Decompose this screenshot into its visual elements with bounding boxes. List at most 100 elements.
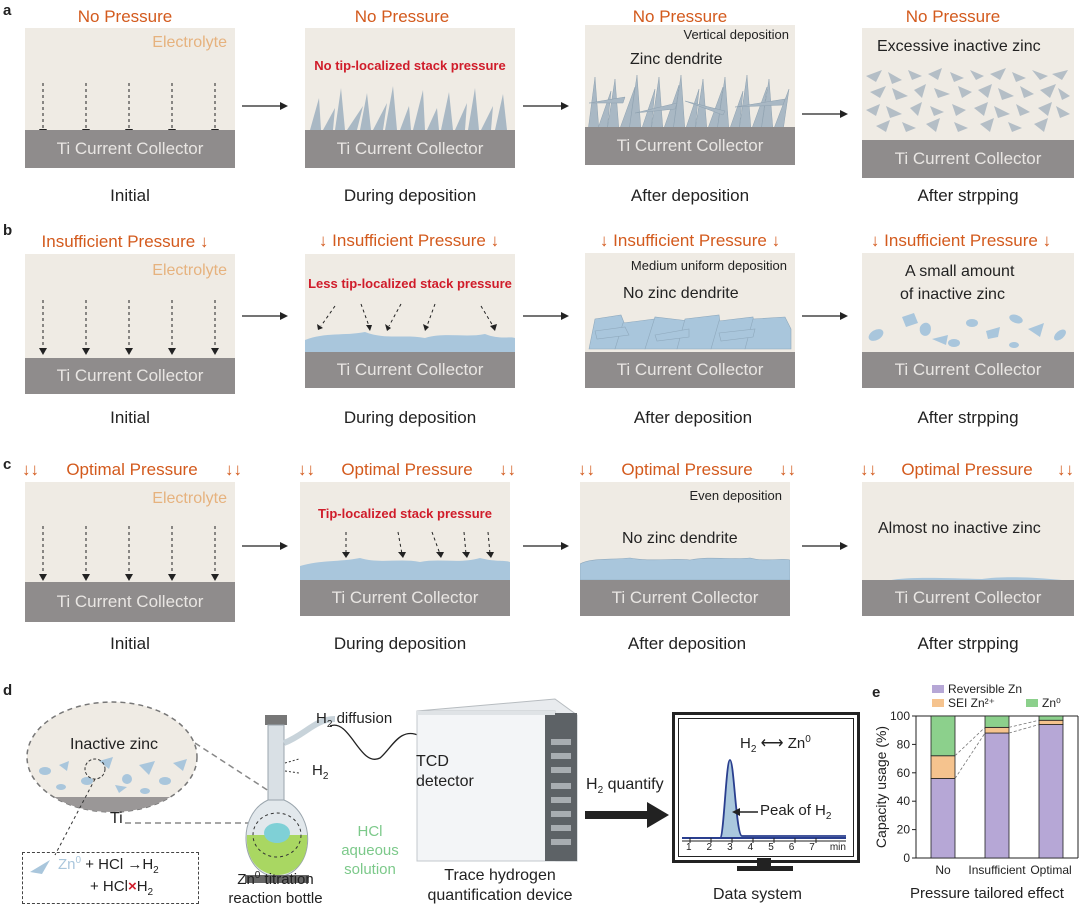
zn-symbol: Zn bbox=[787, 735, 806, 752]
inactive-zinc-label: A small amount bbox=[905, 263, 1015, 280]
pressure-header: ↓↓Optimal Pressure↓↓ bbox=[298, 460, 516, 480]
quantify-arrow-icon bbox=[585, 802, 669, 828]
diffusion-text: diffusion bbox=[332, 710, 393, 727]
trace-hydrogen-device bbox=[416, 698, 578, 862]
h2-symbol: H bbox=[316, 710, 327, 727]
double-down-arrow-icon: ↓↓ bbox=[224, 460, 242, 479]
titration-bottle bbox=[245, 715, 335, 883]
pressure-header: ↓ Insufficient Pressure ↓ bbox=[836, 231, 1080, 251]
bar-segment bbox=[984, 715, 1010, 728]
stage-caption: During deposition bbox=[333, 634, 467, 653]
ion-flux-arrows bbox=[39, 526, 219, 581]
x-tick-label: No bbox=[935, 863, 951, 877]
pressure-label: Insufficient Pressure bbox=[884, 231, 1038, 250]
tcd-line: detector bbox=[416, 773, 474, 790]
y-tick-label: 0 bbox=[903, 851, 910, 865]
pressure-down-arrow-icon: ↓ bbox=[870, 231, 880, 250]
ti-current-collector: Ti Current Collector bbox=[580, 580, 790, 616]
double-down-arrow-icon: ↓↓ bbox=[298, 460, 315, 479]
pressure-down-arrow-icon: ↓ bbox=[318, 231, 328, 250]
legend-label: Zn⁰ bbox=[1042, 696, 1061, 710]
stage-caption: After deposition bbox=[633, 408, 753, 427]
stage-caption: Initial bbox=[110, 634, 150, 653]
stage-caption: After strpping bbox=[917, 634, 1019, 653]
bar-segment bbox=[984, 732, 1010, 859]
pressure-label: Insufficient Pressure bbox=[332, 231, 486, 250]
zn-superscript: 0 bbox=[254, 870, 261, 881]
double-down-arrow-icon: ↓↓ bbox=[860, 460, 877, 479]
hcl-label: HCl aqueous solution bbox=[330, 822, 410, 879]
stage-caption: Initial bbox=[110, 408, 150, 427]
h2-symbol: H bbox=[586, 776, 598, 793]
pressure-label: Optimal Pressure bbox=[621, 460, 753, 479]
pressure-down-arrow-icon: ↓ bbox=[1042, 231, 1052, 250]
ti-current-collector: Ti Current Collector bbox=[585, 127, 795, 165]
y-tick-label: 100 bbox=[890, 709, 910, 723]
hcl-line: aqueous bbox=[341, 842, 399, 859]
inactive-zinc-label: Excessive inactive zinc bbox=[877, 38, 1041, 55]
gas-diffusion-tube bbox=[330, 724, 420, 760]
x-axis-title: Pressure tailored effect bbox=[910, 885, 1065, 902]
pressure-down-arrow-icon: ↓ bbox=[490, 231, 500, 250]
device-caption-line: quantification device bbox=[427, 887, 573, 904]
h2-symbol: H bbox=[136, 878, 148, 895]
axis-tick-label: 3 bbox=[727, 842, 733, 853]
ti-label: Ti bbox=[110, 810, 123, 827]
y-axis-title: Capacity usage (%) bbox=[873, 726, 889, 848]
bar-segment bbox=[930, 778, 956, 859]
pressure-label: No Pressure bbox=[905, 7, 1001, 26]
bar-segment bbox=[1038, 719, 1064, 725]
bar-segment bbox=[1038, 724, 1064, 859]
ti-current-collector: Ti Current Collector bbox=[862, 580, 1074, 616]
cell-after-stripping: Almost no inactive zinc Ti Current Colle… bbox=[862, 482, 1074, 616]
pressure-down-arrow-icon: ↓ bbox=[199, 232, 209, 251]
step-arrow bbox=[242, 542, 288, 550]
equation-text: + HCl bbox=[90, 878, 128, 895]
y-tick-label: 60 bbox=[897, 766, 911, 780]
chromatogram bbox=[682, 759, 846, 843]
data-system-caption: Data system bbox=[713, 886, 802, 903]
tcd-detector-label: TCD detector bbox=[416, 752, 474, 792]
deposition-mode-note: Medium uniform deposition bbox=[630, 258, 787, 273]
zn-symbol: Zn bbox=[237, 871, 255, 888]
titration-text: titration bbox=[260, 871, 314, 888]
h2-subscript: 2 bbox=[825, 811, 832, 822]
stage-caption: During deposition bbox=[343, 408, 477, 427]
cell-after-deposition: Even deposition No zinc dendrite Ti Curr… bbox=[580, 482, 790, 616]
inactive-zinc-label: of inactive zinc bbox=[900, 286, 1005, 303]
stage-caption: During deposition bbox=[343, 186, 477, 205]
pressure-arrows-and-deposit bbox=[305, 303, 515, 352]
bar-segment bbox=[1038, 715, 1064, 721]
zinc-fragment-icon bbox=[30, 860, 50, 874]
zinc-dendrite-layer bbox=[587, 74, 790, 132]
pressure-header: Insufficient Pressure ↓ bbox=[0, 232, 250, 252]
electrolyte-label: Electrolyte bbox=[152, 34, 227, 51]
panel-label-c: c bbox=[3, 456, 12, 473]
peak-label: Peak of H2 bbox=[760, 802, 831, 822]
zinc-dendrite-label: No zinc dendrite bbox=[622, 530, 738, 547]
inactive-zinc-zoom bbox=[26, 701, 276, 856]
y-tick-label: 80 bbox=[897, 737, 911, 751]
stage-caption: Initial bbox=[110, 186, 150, 205]
h2-diffusion-label: H2 diffusion bbox=[316, 710, 392, 730]
inactive-zinc-label: Inactive zinc bbox=[70, 736, 159, 753]
ti-current-collector: Ti Current Collector bbox=[25, 130, 235, 168]
panel-label-a: a bbox=[3, 2, 12, 19]
axis-tick-label: 1 bbox=[686, 842, 692, 853]
step-arrow bbox=[242, 102, 288, 110]
h2-subscript: 2 bbox=[322, 771, 329, 782]
step-arrow bbox=[523, 312, 569, 320]
bottle-caption: Zn0 titration reaction bottle bbox=[208, 866, 343, 908]
axis-unit-label: min bbox=[829, 842, 846, 853]
step-arrow bbox=[523, 102, 569, 110]
stack-pressure-note: Tip-localized stack pressure bbox=[318, 506, 492, 521]
reaction-equation-1: Zn0 + HCl →H2 bbox=[58, 855, 159, 876]
ion-flux-arrows bbox=[39, 83, 219, 136]
pressure-header: ↓ Insufficient Pressure ↓ bbox=[565, 231, 815, 251]
uniform-zinc-layer bbox=[588, 314, 792, 350]
cell-after-deposition: Medium uniform deposition No zinc dendri… bbox=[585, 253, 795, 388]
h2-subscript: 2 bbox=[153, 865, 159, 876]
equation-text: + HCl →H bbox=[81, 856, 154, 873]
zinc-dendrite-label: Zinc dendrite bbox=[630, 51, 723, 68]
